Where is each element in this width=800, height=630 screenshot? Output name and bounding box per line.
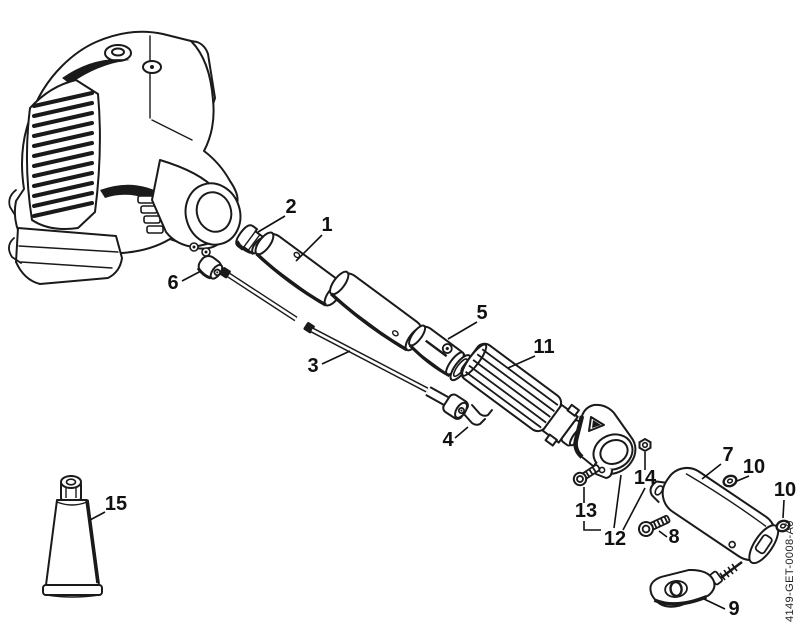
callout-label-7: 7 — [722, 444, 733, 466]
part-3-drive-shaft-drawing — [303, 322, 469, 420]
callout-label-10b: 10 — [774, 479, 796, 501]
drawing-number: 4149-GET-0008-A0 — [784, 520, 796, 622]
callout-10a: 10 — [736, 456, 765, 482]
callout-5: 5 — [447, 302, 488, 340]
part-9-knob-bolt-drawing — [649, 560, 743, 608]
callout-label-13: 13 — [575, 500, 597, 522]
part-6-bushing-drawing — [196, 255, 224, 280]
callout-label-8: 8 — [668, 526, 679, 548]
callouts: 2 1 6 3 5 4 11 13 — [89, 196, 796, 620]
drive-shaft-upper-rod-drawing — [219, 267, 298, 322]
part-10-washer-b-drawing — [775, 519, 791, 533]
callout-label-6: 6 — [167, 272, 178, 294]
part-10-washer-a-drawing — [722, 474, 738, 488]
callout-label-4: 4 — [442, 429, 454, 451]
part-8-screw-drawing — [638, 514, 671, 537]
callout-label-12: 12 — [604, 528, 626, 550]
callout-10b: 10 — [774, 479, 796, 519]
callout-6: 6 — [167, 270, 202, 294]
callout-label-9: 9 — [728, 598, 739, 620]
callout-label-3: 3 — [307, 355, 318, 377]
callout-1: 1 — [295, 214, 333, 262]
callout-12: 12 — [604, 474, 626, 550]
callout-14: 14 — [622, 452, 657, 531]
callout-label-11: 11 — [533, 336, 554, 358]
callout-3: 3 — [307, 350, 351, 377]
part-12-clamp-bracket-drawing — [573, 403, 637, 479]
callout-13: 13 — [575, 487, 601, 531]
part-11-liner-drawing — [460, 342, 586, 447]
part-1-drive-tube-drawing — [254, 231, 425, 352]
callout-label-1: 1 — [321, 214, 332, 236]
callout-label-5: 5 — [476, 302, 487, 324]
callout-9: 9 — [703, 598, 740, 620]
callout-2: 2 — [257, 196, 297, 233]
callout-label-15: 15 — [105, 493, 127, 515]
part-15-grease-tube-drawing — [42, 475, 103, 598]
callout-8: 8 — [658, 526, 680, 548]
part-13-screw-drawing — [572, 464, 601, 487]
part-4-clip-drawing — [462, 404, 493, 426]
callout-7: 7 — [701, 444, 734, 480]
part-14-nut-drawing — [638, 437, 652, 453]
callout-label-2: 2 — [285, 196, 296, 218]
callout-15: 15 — [89, 493, 127, 521]
callout-label-14: 14 — [634, 467, 657, 489]
callout-label-10a: 10 — [743, 456, 765, 478]
callout-11: 11 — [507, 336, 555, 369]
callout-4: 4 — [442, 426, 469, 451]
engine-unit-drawing — [8, 30, 242, 285]
